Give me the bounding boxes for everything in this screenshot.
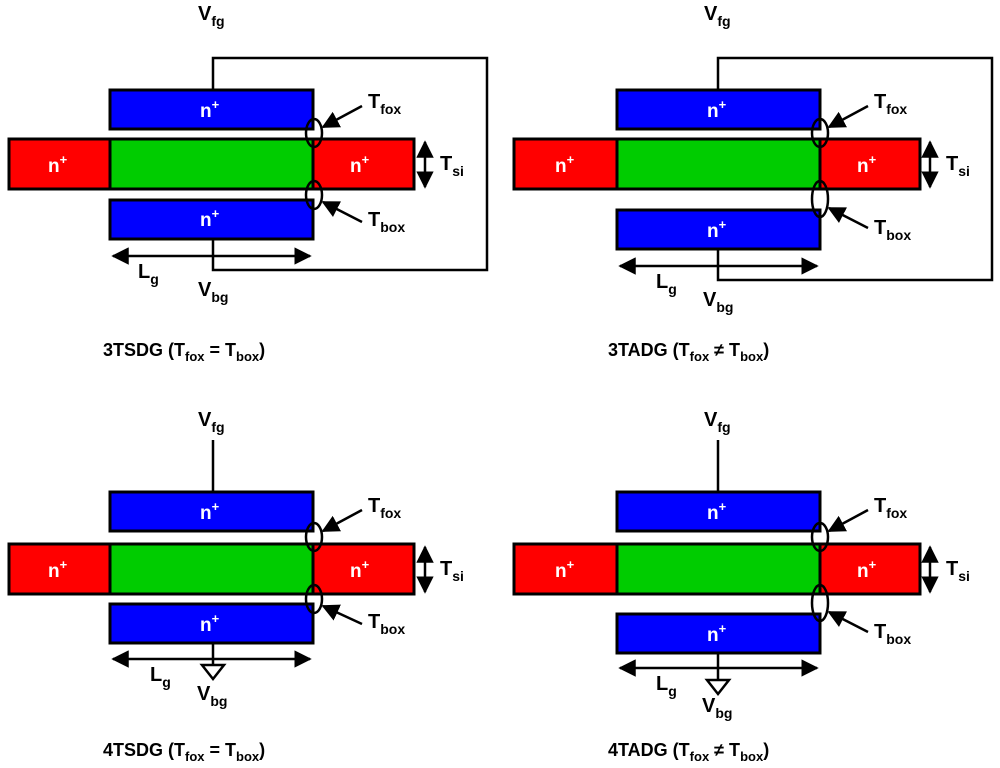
- panel-4tsdg: n+ n+ n+ n+ Vfg Vbg Tfox Tbox Tsi Lg 4TS…: [7, 409, 464, 764]
- tfox-label: Tfox: [874, 91, 907, 117]
- tfox-ellipse: [304, 117, 324, 149]
- svg-text:n+: n+: [555, 152, 575, 177]
- vbg-label: Vbg: [197, 683, 227, 709]
- source-region: [512, 137, 619, 191]
- svg-text:n+: n+: [707, 499, 727, 524]
- back-gate: [108, 602, 315, 645]
- svg-text:n+: n+: [555, 557, 575, 582]
- source-region: [512, 542, 619, 596]
- back-gate-triangle: [199, 663, 227, 682]
- source-region: [7, 542, 112, 596]
- lg-label: Lg: [150, 664, 171, 690]
- svg-text:n+: n+: [48, 152, 68, 177]
- tbox-label: Tbox: [368, 611, 405, 637]
- drain-region: [311, 542, 416, 596]
- tfox-label: Tfox: [368, 91, 401, 117]
- svg-text:n+: n+: [48, 557, 68, 582]
- vbg-label: Vbg: [702, 695, 732, 721]
- svg-text:n+: n+: [707, 621, 727, 646]
- caption-3tadg: 3TADG (Tfox ≠ Tbox): [608, 340, 769, 364]
- gate-tie-wire: [716, 56, 994, 282]
- front-gate: [108, 490, 315, 533]
- svg-text:n+: n+: [200, 611, 220, 636]
- drain-region: [311, 137, 416, 191]
- panel-3tadg: n+ n+ n+ n+ Vfg Vbg Tfox Tbox Tsi Lg 3TA…: [512, 3, 994, 364]
- svg-text:n+: n+: [707, 217, 727, 242]
- tsi-label: Tsi: [946, 558, 970, 584]
- vfg-label: Vfg: [198, 3, 225, 29]
- tbox-ellipse: [304, 179, 324, 211]
- front-gate: [108, 88, 315, 131]
- tfox-ellipse: [304, 521, 324, 553]
- back-gate-triangle: [704, 678, 732, 697]
- tbox-ellipse: [304, 583, 324, 615]
- tbox-ellipse: [810, 583, 830, 623]
- channel-region: [108, 137, 315, 191]
- channel-region: [108, 542, 315, 596]
- svg-text:n+: n+: [200, 206, 220, 231]
- back-gate: [108, 198, 315, 241]
- tfox-label: Tfox: [874, 495, 907, 521]
- tsi-label: Tsi: [946, 153, 970, 179]
- tsi-label: Tsi: [440, 558, 464, 584]
- vbg-label: Vbg: [703, 289, 733, 315]
- vbg-label: Vbg: [198, 279, 228, 305]
- tbox-label: Tbox: [368, 209, 405, 235]
- channel-region: [615, 542, 822, 596]
- gate-tie-wire: [211, 56, 489, 272]
- lg-label: Lg: [656, 673, 677, 699]
- panel-4tadg: n+ n+ n+ n+ Vfg Vbg Tfox Tbox Tsi Lg 4TA…: [512, 409, 970, 764]
- caption-3tsdg: 3TSDG (Tfox = Tbox): [103, 340, 265, 364]
- tfox-label: Tfox: [368, 495, 401, 521]
- back-gate: [615, 612, 822, 655]
- svg-text:n+: n+: [707, 97, 727, 122]
- tbox-label: Tbox: [874, 217, 911, 243]
- vfg-label: Vfg: [198, 409, 225, 435]
- vfg-label: Vfg: [704, 409, 731, 435]
- panel-3tsdg: n+ n+ n+ n+ Vfg Vbg Tfox Tbox Tsi Lg 3TS…: [7, 3, 489, 364]
- channel-region: [615, 137, 822, 191]
- svg-text:n+: n+: [350, 152, 370, 177]
- lg-label: Lg: [138, 261, 159, 287]
- tfox-ellipse: [810, 117, 830, 149]
- drain-region: [818, 137, 922, 191]
- svg-text:n+: n+: [200, 499, 220, 524]
- tfox-ellipse: [810, 521, 830, 553]
- svg-text:n+: n+: [857, 152, 877, 177]
- tbox-label: Tbox: [874, 621, 911, 647]
- tsi-label: Tsi: [440, 153, 464, 179]
- drain-region: [818, 542, 922, 596]
- vfg-label: Vfg: [704, 3, 731, 29]
- caption-4tadg: 4TADG (Tfox ≠ Tbox): [608, 740, 769, 764]
- svg-text:n+: n+: [350, 557, 370, 582]
- caption-4tsdg: 4TSDG (Tfox = Tbox): [103, 740, 265, 764]
- front-gate: [615, 490, 822, 533]
- svg-text:n+: n+: [857, 557, 877, 582]
- tbox-ellipse: [810, 179, 830, 219]
- lg-label: Lg: [656, 271, 677, 297]
- svg-text:n+: n+: [200, 97, 220, 122]
